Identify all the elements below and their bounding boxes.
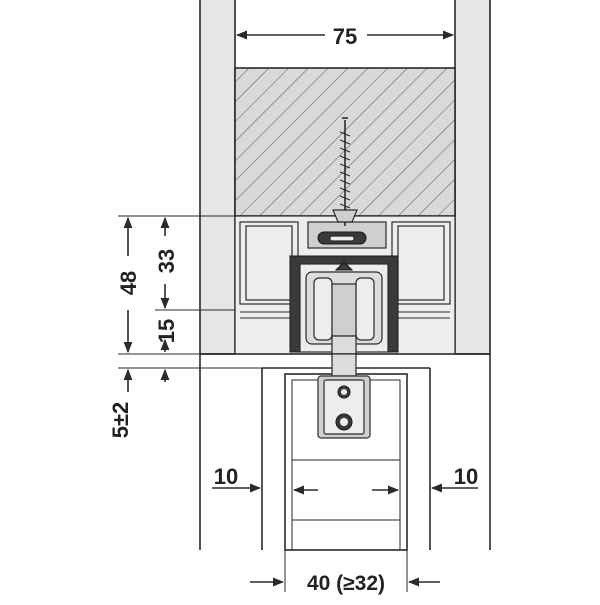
label-height-total: 48 [116, 271, 141, 295]
dim-extension-lines [118, 215, 262, 369]
dim-clearance: 5±2 [108, 368, 170, 439]
roller-carriage [305, 261, 383, 359]
dim-side-right: 10 [430, 464, 478, 493]
label-side-right: 10 [454, 464, 478, 489]
label-clearance: 5±2 [108, 402, 133, 439]
screw-icon [332, 117, 358, 226]
dim-height-inner: 33 [154, 216, 179, 310]
label-height-lower: 15 [154, 319, 179, 343]
label-top-width: 75 [333, 24, 357, 49]
dim-door-thickness: 40 (≥32) [250, 550, 440, 595]
dim-top-width: 75 [235, 24, 455, 49]
label-height-inner: 33 [154, 249, 179, 273]
label-door-thickness: 40 (≥32) [307, 572, 385, 595]
track-profile [234, 215, 456, 355]
hanger-bracket [317, 353, 371, 439]
dim-height-lower: 15 [154, 319, 179, 352]
dim-side-left: 10 [212, 464, 262, 493]
left-wall [199, 0, 236, 355]
dim-height-total: 48 [116, 216, 141, 354]
label-side-left: 10 [214, 464, 238, 489]
right-wall [454, 0, 491, 355]
